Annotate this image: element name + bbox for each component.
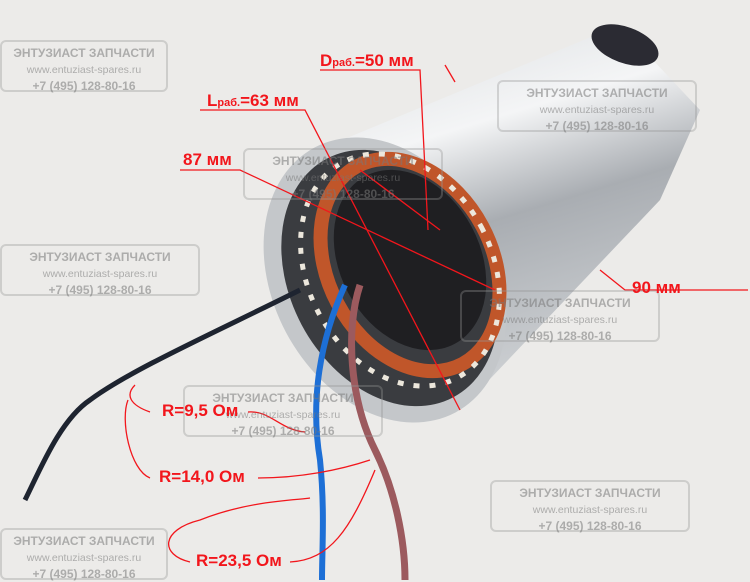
watermark: ЭНТУЗИАСТ ЗАПЧАСТИ www.entuziast-spares.r… — [0, 528, 168, 581]
watermark: ЭНТУЗИАСТ ЗАПЧАСТИ www.entuziast-spares.r… — [243, 148, 443, 201]
annotation-lines — [124, 64, 748, 563]
label-prefix: D — [320, 51, 333, 70]
watermark: ЭНТУЗИАСТ ЗАПЧАСТИ www.entuziast-spares.r… — [183, 385, 383, 438]
lead-wires — [22, 283, 409, 581]
watermark: ЭНТУЗИАСТ ЗАПЧАСТИ www.entuziast-spares.r… — [497, 80, 697, 133]
watermark-phone: +7 (495) 128-80-16 — [508, 329, 612, 343]
watermark-url: www.entuziast-spares.ru — [42, 268, 158, 280]
label-value: =63 мм — [240, 91, 299, 110]
watermark: ЭНТУЗИАСТ ЗАПЧАСТИ www.entuziast-spares.r… — [0, 244, 200, 297]
watermark-phone: +7 (495) 128-80-16 — [231, 424, 335, 438]
watermark: ЭНТУЗИАСТ ЗАПЧАСТИ www.entuziast-spares.r… — [460, 290, 660, 343]
watermark-title: ЭНТУЗИАСТ ЗАПЧАСТИ — [13, 46, 155, 60]
watermark-phone: +7 (495) 128-80-16 — [545, 119, 649, 133]
watermark-title: ЭНТУЗИАСТ ЗАПЧАСТИ — [212, 391, 354, 405]
watermark-phone: +7 (495) 128-80-16 — [48, 283, 152, 297]
watermark-url: www.entuziast-spares.ru — [502, 314, 618, 326]
watermark-url: www.entuziast-spares.ru — [225, 409, 341, 421]
watermark-phone: +7 (495) 128-80-16 — [32, 79, 136, 93]
watermark-title: ЭНТУЗИАСТ ЗАПЧАСТИ — [29, 250, 171, 264]
length-label: 87 мм — [183, 150, 232, 169]
working-diameter-label: Dраб.=50 мм — [320, 51, 414, 71]
label-prefix: L — [207, 91, 218, 110]
watermark-url: www.entuziast-spares.ru — [285, 172, 401, 184]
diameter-label: 90 мм — [632, 278, 681, 297]
watermark-url: www.entuziast-spares.ru — [26, 64, 142, 76]
watermark-url: www.entuziast-spares.ru — [539, 104, 655, 116]
watermark-phone: +7 (495) 128-80-16 — [291, 187, 395, 201]
watermark-phone: +7 (495) 128-80-16 — [32, 567, 136, 581]
watermark-phone: +7 (495) 128-80-16 — [538, 519, 642, 533]
watermark-title: ЭНТУЗИАСТ ЗАПЧАСТИ — [489, 296, 631, 310]
resistance-label-3: R=23,5 Ом — [196, 551, 282, 570]
watermark: ЭНТУЗИАСТ ЗАПЧАСТИ www.entuziast-spares.r… — [0, 40, 168, 93]
watermark-title: ЭНТУЗИАСТ ЗАПЧАСТИ — [272, 154, 414, 168]
resistance-label-1: R=9,5 Ом — [162, 401, 239, 420]
label-subscript: раб. — [217, 97, 241, 109]
watermark-title: ЭНТУЗИАСТ ЗАПЧАСТИ — [526, 86, 668, 100]
working-length-label: Lраб.=63 мм — [207, 91, 299, 111]
watermark-title: ЭНТУЗИАСТ ЗАПЧАСТИ — [519, 486, 661, 500]
watermark-url: www.entuziast-spares.ru — [26, 552, 142, 564]
label-value: =50 мм — [354, 51, 414, 70]
label-subscript: раб. — [332, 57, 355, 69]
watermark: ЭНТУЗИАСТ ЗАПЧАСТИ www.entuziast-spares.r… — [490, 480, 690, 533]
watermark-url: www.entuziast-spares.ru — [532, 504, 648, 516]
resistance-label-2: R=14,0 Ом — [159, 467, 245, 486]
watermark-title: ЭНТУЗИАСТ ЗАПЧАСТИ — [13, 534, 155, 548]
